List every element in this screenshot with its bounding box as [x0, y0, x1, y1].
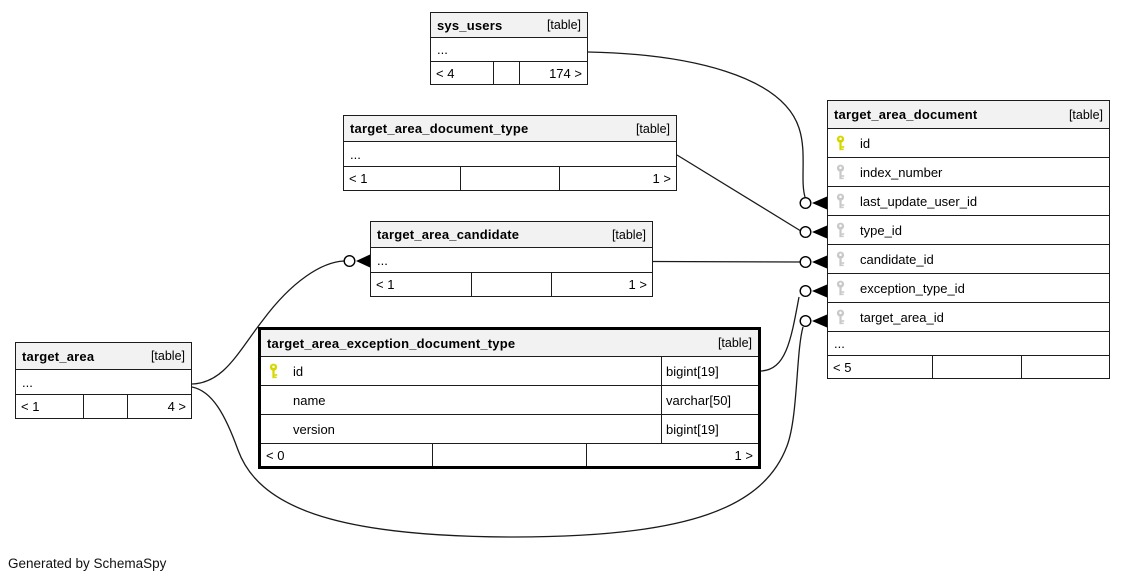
- incoming-degree: < 1: [349, 171, 368, 186]
- column-row-type_id: type_id: [828, 216, 1109, 245]
- column-row-target_area_id: target_area_id: [828, 303, 1109, 332]
- relationship-target_area_document_type-type_id: [676, 154, 827, 239]
- table-name: target_area_document: [834, 107, 978, 122]
- sys_users-header[interactable]: sys_users [table]: [431, 13, 587, 38]
- column-row-id: id: [828, 129, 1109, 158]
- incoming-degree: < 4: [436, 65, 455, 81]
- degree-footer: < 1 4 >: [16, 395, 191, 418]
- target_area-header[interactable]: target_area [table]: [16, 343, 191, 370]
- incoming-degree: < 5: [833, 359, 852, 375]
- foreign-key-icon: [828, 251, 852, 267]
- target_area_exception_document_type-header[interactable]: target_area_exception_document_type [tabl…: [261, 330, 758, 357]
- foreign-key-icon: [828, 193, 852, 209]
- column-name: candidate_id: [860, 251, 934, 267]
- relationship-target_area_exception_document_type-exception_type_id: [760, 284, 827, 372]
- table-type-badge: [table]: [635, 121, 670, 136]
- footer-spacer-cell: [470, 273, 553, 296]
- degree-footer: < 0 1 >: [261, 444, 758, 466]
- incoming-degree: < 0: [266, 447, 285, 463]
- table-type-badge: [table]: [1068, 107, 1103, 122]
- table-name: target_area: [22, 348, 95, 364]
- table-target_area_document_type[interactable]: target_area_document_type [table]... < 1 1 …: [343, 115, 677, 191]
- outgoing-degree: 1 >: [628, 277, 647, 292]
- table-target_area[interactable]: target_area [table]... < 1 4 >: [15, 342, 192, 419]
- primary-key-icon: [261, 363, 285, 379]
- footer-spacer-cell: [432, 444, 587, 466]
- table-sys_users[interactable]: sys_users [table]... < 4 174 >: [430, 12, 588, 85]
- table-target_area_candidate[interactable]: target_area_candidate [table]... < 1 1 >: [370, 221, 653, 297]
- footer-spacer-cell: [460, 167, 560, 190]
- target_area_document_type-header[interactable]: target_area_document_type [table]: [344, 116, 676, 142]
- column-name: last_update_user_id: [860, 193, 978, 209]
- column-name: name: [293, 392, 326, 408]
- table-type-badge: [table]: [717, 336, 752, 350]
- column-type: bigint[19]: [661, 415, 758, 443]
- outgoing-degree: [1022, 356, 1109, 378]
- table-target_area_exception_document_type[interactable]: target_area_exception_document_type [tabl…: [258, 327, 761, 469]
- hidden-columns-ellipsis: ...: [828, 332, 1109, 356]
- table-type-badge: [table]: [546, 18, 581, 32]
- footer-spacer-cell: [493, 62, 520, 84]
- column-row-candidate_id: candidate_id: [828, 245, 1109, 274]
- table-name: sys_users: [437, 17, 503, 33]
- degree-footer: < 4 174 >: [431, 62, 587, 84]
- hidden-columns-ellipsis: ...: [371, 248, 652, 273]
- column-type: varchar[50]: [661, 386, 758, 414]
- footer-spacer-cell: [82, 395, 128, 418]
- table-name: target_area_document_type: [350, 121, 529, 136]
- column-name: exception_type_id: [860, 280, 965, 296]
- column-row-index_number: index_number: [828, 158, 1109, 187]
- column-row-name: name varchar[50]: [261, 386, 758, 415]
- column-name: version: [293, 421, 335, 437]
- outgoing-degree: 1 >: [734, 447, 753, 463]
- table-name: target_area_exception_document_type: [267, 335, 516, 351]
- column-name: target_area_id: [860, 309, 944, 325]
- schemaspy-credit: Generated by SchemaSpy: [8, 556, 167, 571]
- outgoing-degree: 1 >: [652, 171, 671, 186]
- ellipsis-text: ...: [437, 42, 448, 57]
- column-name: type_id: [860, 222, 902, 238]
- column-name: index_number: [860, 164, 943, 180]
- outgoing-degree: 4 >: [167, 399, 186, 414]
- hidden-columns-ellipsis: ...: [431, 38, 587, 62]
- incoming-degree: < 1: [376, 277, 395, 292]
- primary-key-icon: [828, 135, 852, 151]
- footer-spacer-cell: [931, 356, 1022, 378]
- target_area_candidate-header[interactable]: target_area_candidate [table]: [371, 222, 652, 248]
- degree-footer: < 1 1 >: [371, 273, 652, 296]
- hidden-columns-ellipsis: ...: [344, 142, 676, 167]
- column-type: bigint[19]: [661, 357, 758, 385]
- table-type-badge: [table]: [611, 227, 646, 242]
- column-row-id: id bigint[19]: [261, 357, 758, 386]
- table-type-badge: [table]: [150, 349, 185, 363]
- foreign-key-icon: [828, 164, 852, 180]
- outgoing-degree: 174 >: [549, 65, 582, 81]
- hidden-columns-ellipsis: ...: [16, 370, 191, 395]
- ellipsis-text: ...: [22, 374, 33, 390]
- foreign-key-icon: [828, 309, 852, 325]
- foreign-key-icon: [828, 280, 852, 296]
- column-row-last_update_user_id: last_update_user_id: [828, 187, 1109, 216]
- ellipsis-text: ...: [377, 252, 388, 268]
- column-name: id: [860, 135, 871, 151]
- column-row-version: version bigint[19]: [261, 415, 758, 444]
- table-name: target_area_candidate: [377, 227, 520, 242]
- column-name: id: [293, 363, 304, 379]
- table-target_area_document[interactable]: target_area_document [table] id index_numbe…: [827, 100, 1110, 379]
- target_area_document-header[interactable]: target_area_document [table]: [828, 101, 1109, 129]
- ellipsis-text: ...: [350, 146, 361, 162]
- relationship-target_area_candidate-candidate_id: [652, 255, 827, 269]
- degree-footer: < 5: [828, 356, 1109, 378]
- degree-footer: < 1 1 >: [344, 167, 676, 190]
- incoming-degree: < 1: [21, 399, 40, 414]
- foreign-key-icon: [828, 222, 852, 238]
- column-row-exception_type_id: exception_type_id: [828, 274, 1109, 303]
- ellipsis-text: ...: [834, 336, 845, 351]
